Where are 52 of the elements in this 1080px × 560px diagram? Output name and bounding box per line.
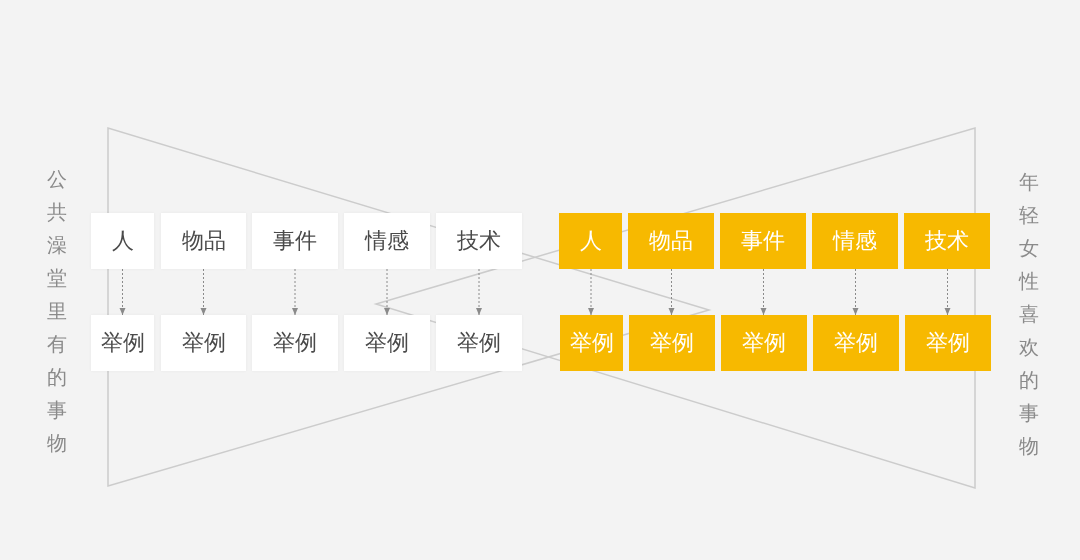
example-box [629,315,715,371]
arrow [292,268,298,316]
arrow [668,268,675,316]
arrow [200,268,207,316]
category-text: 人 [579,227,602,255]
category-text: 技术 [925,227,969,255]
arrow [944,268,951,316]
example-text: 举例 [926,329,970,357]
category-text: 技术 [457,227,501,255]
arrow [852,268,859,316]
category-text: 事件 [741,227,785,255]
category-text: 情感 [365,227,409,255]
arrow [119,268,126,316]
category-box [436,213,522,269]
category-box [628,213,714,269]
example-text: 举例 [457,329,501,357]
vertical-label: 年轻女性喜欢的事物 [1019,169,1039,460]
category-box [904,213,990,269]
arrow [760,268,767,316]
example-text: 举例 [181,329,226,357]
category-box [252,213,338,269]
example-box [252,315,338,371]
category-text: 情感 [833,227,877,255]
example-text: 举例 [365,329,409,357]
example-text: 举例 [100,329,145,357]
example-box [344,315,430,371]
example-box [813,315,899,371]
example-box [721,315,807,371]
category-box [161,213,246,269]
category-text: 物品 [649,227,693,255]
arrow [588,268,594,316]
category-text: 人 [111,227,134,255]
vertical-label: 公共澡堂里有的事物 [47,166,67,457]
arrow [476,268,482,316]
category-box [344,213,430,269]
example-text: 举例 [273,329,317,357]
category-box [720,213,806,269]
category-box [559,213,622,269]
example-text: 举例 [834,329,878,357]
category-box [91,213,154,269]
example-box [905,315,991,371]
example-box [436,315,522,371]
category-text: 物品 [181,227,226,255]
example-text: 举例 [650,329,694,357]
example-text: 举例 [569,329,614,357]
example-box [560,315,623,371]
category-box [812,213,898,269]
example-box [161,315,246,371]
arrow [384,268,390,316]
example-box [91,315,154,371]
category-text: 事件 [273,227,317,255]
example-text: 举例 [742,329,786,357]
